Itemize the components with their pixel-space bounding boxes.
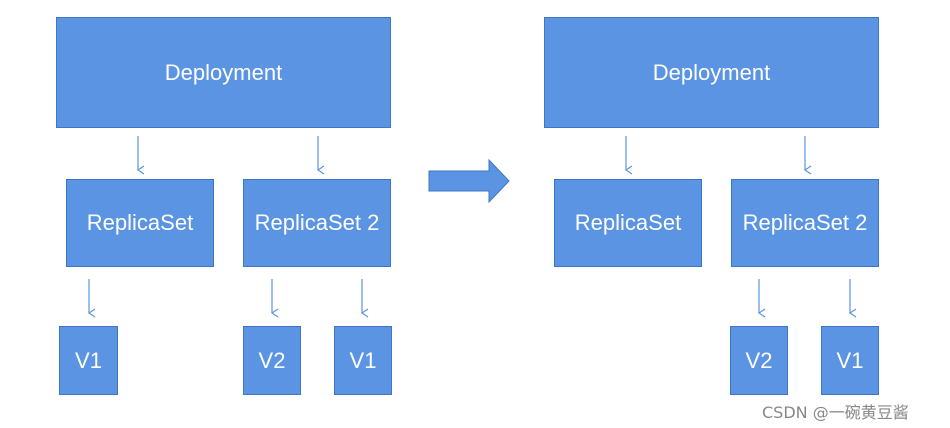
left-rs2-pod-v1-box: V1 [334, 326, 392, 395]
watermark: CSDN @一碗黄豆酱 [762, 403, 909, 422]
left-rs2-pod-v1-label: V1 [349, 347, 377, 373]
left-replicaset-2-label: ReplicaSet 2 [254, 210, 380, 235]
right-deployment-box: Deployment [544, 17, 879, 128]
right-replicaset-2-label: ReplicaSet 2 [742, 210, 868, 235]
right-replicaset-2-box: ReplicaSet 2 [731, 179, 879, 267]
right-replicaset-1-box: ReplicaSet [554, 179, 702, 267]
transition-block-arrow [428, 158, 510, 204]
left-rs2-pod-v2-label: V2 [258, 347, 286, 373]
left-replicaset-1-label: ReplicaSet [86, 210, 194, 235]
right-replicaset-1-label: ReplicaSet [574, 210, 682, 235]
left-deployment-box: Deployment [56, 17, 391, 128]
right-rs2-pod-v2-label: V2 [745, 347, 773, 373]
right-rs2-pod-v1-label: V1 [836, 347, 864, 373]
left-replicaset-1-box: ReplicaSet [66, 179, 214, 267]
left-rs2-pod-v2-box: V2 [243, 326, 301, 395]
left-replicaset-2-box: ReplicaSet 2 [243, 179, 391, 267]
right-deployment-label: Deployment [652, 59, 771, 85]
left-rs1-pod-v1-label: V1 [75, 347, 102, 373]
right-rs2-pod-v1-box: V1 [821, 326, 879, 395]
left-rs1-pod-v1-box: V1 [59, 326, 118, 395]
left-deployment-label: Deployment [164, 59, 283, 85]
right-rs2-pod-v2-box: V2 [730, 326, 788, 395]
